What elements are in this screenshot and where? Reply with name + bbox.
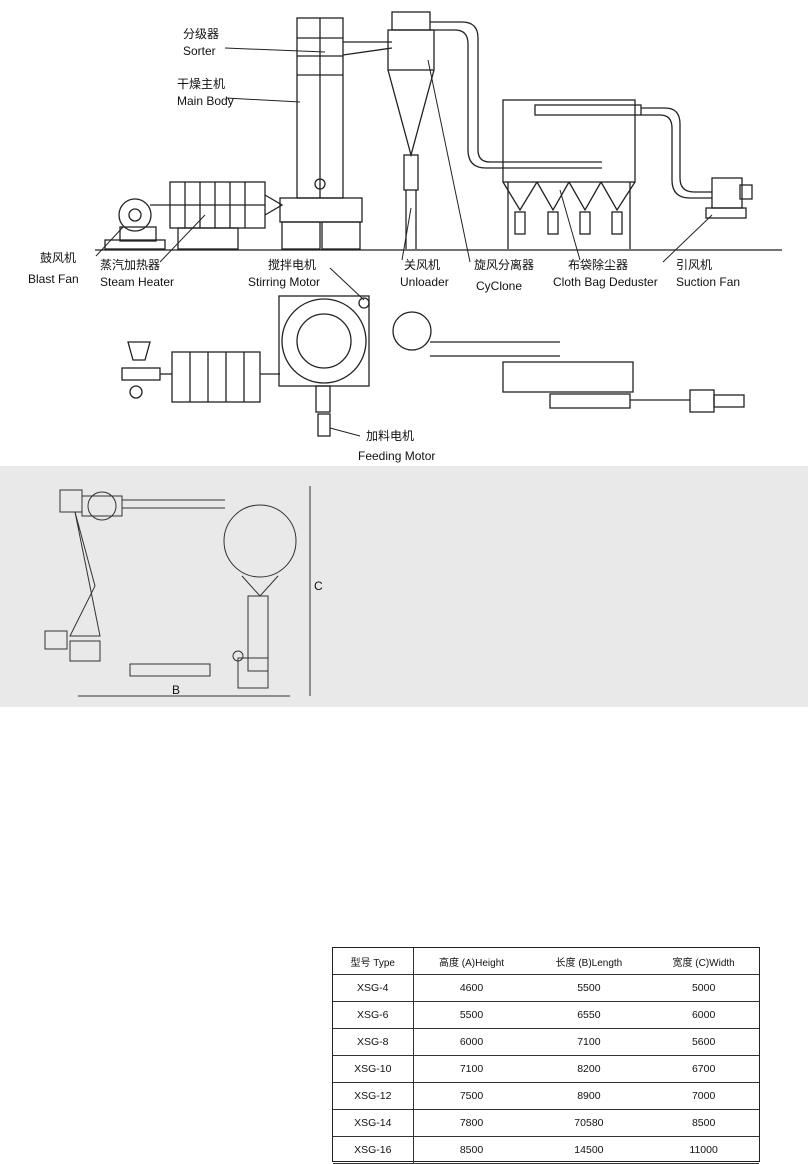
table-row: XSG-10 7100 8200 6700 (333, 1055, 759, 1083)
duct-cyclone-bag (430, 21, 602, 163)
process-flow-svg: 分级器 Sorter 干燥主机 Main Body 鼓风机 Blast Fan … (28, 11, 782, 463)
cell-length: 8900 (529, 1082, 649, 1110)
cell-height: 8500 (413, 1136, 530, 1164)
suction-fan-shape (705, 177, 753, 219)
cell-height: 5500 (413, 1001, 530, 1029)
label-cyclone-cn: 旋风分离器 (474, 257, 534, 272)
plan-dimension-drawing: B C (44, 486, 323, 697)
cell-type: XSG-6 (333, 1001, 414, 1029)
cell-length: 8200 (529, 1055, 649, 1083)
label-feeding-motor-cn: 加料电机 (366, 429, 414, 443)
table-row: XSG-6 5500 6550 6000 (333, 1001, 759, 1029)
spec-table-container: 型号 Type 高度 (A)Height 长度 (B)Length 宽度 (C)… (332, 947, 760, 1164)
cell-type: XSG-4 (333, 974, 414, 1002)
table-row: XSG-12 7500 8900 7000 (333, 1082, 759, 1110)
duct-tower-cyclone (342, 41, 393, 56)
cell-type: XSG-10 (333, 1055, 414, 1083)
spec-panel: B C 型号 Type 高度 (A)Height 长度 (B)Length 宽度… (0, 466, 808, 1164)
cell-length: 14500 (529, 1136, 649, 1164)
label-unloader-en: Unloader (400, 275, 449, 289)
label-suction-fan-en: Suction Fan (676, 275, 740, 289)
label-blast-fan-en: Blast Fan (28, 272, 79, 286)
cell-width: 5600 (648, 1028, 759, 1056)
label-cloth-bag-cn: 布袋除尘器 (568, 257, 628, 272)
cell-type: XSG-12 (333, 1082, 414, 1110)
header-width: 宽度 (C)Width (648, 948, 759, 975)
label-steam-heater-en: Steam Heater (100, 275, 174, 289)
duct-bag-suction-inner (641, 114, 712, 199)
label-stirring-motor-en: Stirring Motor (248, 275, 320, 289)
cell-type: XSG-14 (333, 1109, 414, 1137)
label-main-body-en: Main Body (177, 94, 234, 108)
cell-length: 70580 (529, 1109, 649, 1137)
label-main-body-cn: 干燥主机 (177, 77, 225, 91)
header-type: 型号 Type (333, 948, 414, 975)
blast-fan-shape (104, 198, 170, 250)
cell-type: XSG-8 (333, 1028, 414, 1056)
table-row: XSG-4 4600 5500 5000 (333, 974, 759, 1002)
duct-bag-suction (641, 107, 712, 193)
cell-type: XSG-16 (333, 1136, 414, 1164)
cell-width: 6700 (648, 1055, 759, 1083)
label-steam-heater-cn: 蒸汽加热器 (100, 257, 160, 272)
cell-length: 6550 (529, 1001, 649, 1029)
cloth-bag-deduster-shape (502, 99, 642, 249)
steam-heater-shape (169, 181, 284, 250)
label-cyclone-en: CyClone (476, 279, 522, 293)
label-stirring-motor-cn: 搅拌电机 (268, 257, 316, 272)
main-body-tower-shape (279, 17, 363, 250)
cell-height: 7100 (413, 1055, 530, 1083)
cell-height: 4600 (413, 974, 530, 1002)
cell-width: 11000 (648, 1136, 759, 1164)
cell-width: 6000 (648, 1001, 759, 1029)
label-blast-fan-cn: 鼓风机 (40, 251, 76, 265)
cell-width: 5000 (648, 974, 759, 1002)
dim-b-label: B (172, 683, 180, 697)
header-length: 长度 (B)Length (529, 948, 649, 975)
label-unloader-cn: 关风机 (404, 258, 440, 272)
plan-view-shape (121, 295, 745, 437)
table-row: XSG-8 6000 7100 5600 (333, 1028, 759, 1056)
label-suction-fan-cn: 引风机 (676, 258, 712, 272)
cell-width: 7000 (648, 1082, 759, 1110)
leader-lines (95, 47, 713, 437)
table-row: XSG-14 7800 70580 8500 (333, 1109, 759, 1137)
cell-length: 7100 (529, 1028, 649, 1056)
process-flow-diagram: 分级器 Sorter 干燥主机 Main Body 鼓风机 Blast Fan … (0, 0, 808, 466)
spec-table: 型号 Type 高度 (A)Height 长度 (B)Length 宽度 (C)… (333, 948, 759, 1164)
cell-height: 7800 (413, 1109, 530, 1137)
spec-table-header-row: 型号 Type 高度 (A)Height 长度 (B)Length 宽度 (C)… (333, 948, 759, 975)
table-row: XSG-16 8500 14500 11000 (333, 1136, 759, 1164)
cyclone-shape (387, 11, 435, 249)
label-sorter-en: Sorter (183, 44, 216, 58)
label-sorter-cn: 分级器 (183, 27, 219, 41)
label-feeding-motor-en: Feeding Motor (358, 449, 435, 463)
cell-height: 6000 (413, 1028, 530, 1056)
cell-length: 5500 (529, 974, 649, 1002)
dim-c-label: C (314, 579, 323, 593)
cell-width: 8500 (648, 1109, 759, 1137)
header-height: 高度 (A)Height (413, 948, 530, 975)
label-cloth-bag-en: Cloth Bag Deduster (553, 275, 658, 289)
cell-height: 7500 (413, 1082, 530, 1110)
duct-cyclone-bag-inner (430, 29, 602, 169)
